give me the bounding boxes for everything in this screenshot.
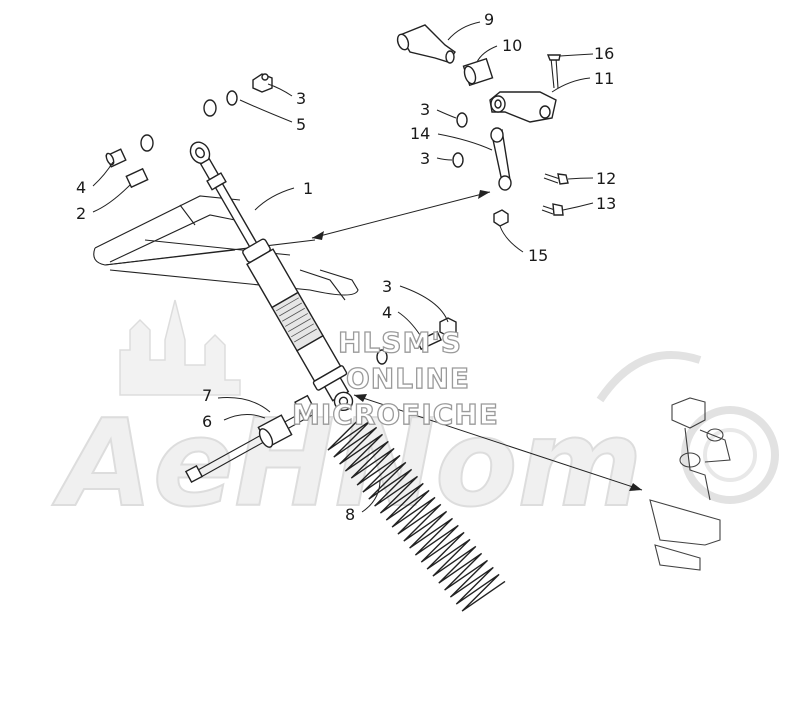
callout-3: 3 <box>382 277 392 296</box>
watermark-brand-text: AeHNom <box>52 395 643 534</box>
callout-14: 14 <box>410 124 430 143</box>
watermark-brand: AeHNom <box>51 299 779 535</box>
shock-absorber <box>189 141 354 412</box>
callout-3: 3 <box>296 89 306 108</box>
upper-mount-hardware <box>105 73 273 189</box>
callout-labels: 1 2 3 3 3 3 4 4 5 6 7 8 9 10 11 12 13 14… <box>76 10 616 524</box>
a-arm <box>93 195 359 301</box>
callout-1: 1 <box>303 179 313 198</box>
callout-10: 10 <box>502 36 522 55</box>
callout-6: 6 <box>202 412 212 431</box>
leader-lines <box>92 21 594 513</box>
watermark-text: HLSM'S ONLINE MICROFICHE <box>291 325 499 431</box>
callout-4: 4 <box>76 178 86 197</box>
watermark-line-1: HLSM'S <box>338 326 462 359</box>
spindle-bracket <box>649 397 731 571</box>
callout-8: 8 <box>345 505 355 524</box>
callout-2: 2 <box>76 204 86 223</box>
rocker-assembly <box>396 24 569 227</box>
coil-spring <box>327 412 506 612</box>
lower-bolt <box>184 394 316 484</box>
callout-16: 16 <box>594 44 614 63</box>
callout-15: 15 <box>528 246 548 265</box>
callout-3: 3 <box>420 149 430 168</box>
watermark-line-2: ONLINE <box>346 362 470 395</box>
reference-arrows <box>311 190 643 491</box>
callout-5: 5 <box>296 115 306 134</box>
callout-9: 9 <box>484 10 494 29</box>
callout-7: 7 <box>202 386 212 405</box>
callout-3: 3 <box>420 100 430 119</box>
callout-13: 13 <box>596 194 616 213</box>
mid-mount-hardware <box>376 317 457 365</box>
callout-11: 11 <box>594 69 614 88</box>
callout-4: 4 <box>382 303 392 322</box>
watermark-line-3: MICROFICHE <box>292 398 499 431</box>
callout-12: 12 <box>596 169 616 188</box>
